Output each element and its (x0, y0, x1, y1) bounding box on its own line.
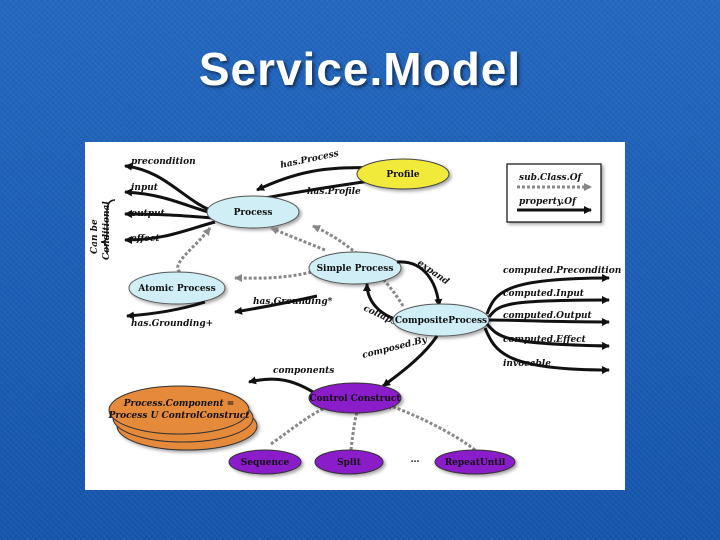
node-split-label: Split (337, 458, 362, 468)
composite-property-arrows (483, 274, 610, 374)
prop-precondition: precondition (131, 157, 196, 167)
node-sequence (228, 449, 302, 475)
node-process-component (108, 385, 258, 451)
prop-computed-precondition: computed.Precondition (503, 266, 621, 276)
node-process-label: Process (234, 208, 273, 218)
label-has-profile: has.Profile (307, 187, 361, 197)
process-property-arrows (124, 162, 216, 244)
prop-computed-output: computed.Output (503, 311, 593, 321)
prop-computed-input: computed.Input (503, 289, 585, 299)
node-sequence-label: Sequence (241, 458, 290, 468)
node-profile (356, 158, 450, 190)
edge-composed-by (382, 335, 439, 388)
node-composite-process-label: CompositeProcess (395, 316, 487, 326)
edge-has-process (256, 166, 376, 192)
node-profile-label: Profile (386, 170, 419, 180)
edge-has-grounding-plus (126, 300, 206, 320)
node-simple-process (308, 251, 402, 285)
node-process-component-label-2: Process U ControlConstruct (108, 411, 251, 421)
edge-expand (396, 260, 443, 307)
node-control-construct (308, 382, 402, 414)
node-dots: … (411, 455, 420, 465)
prop-input: input (131, 183, 159, 193)
node-control-construct-label: Control Construct (309, 394, 401, 404)
prop-output: output (131, 209, 166, 219)
label-has-grounding-star: has.Grounding* (253, 297, 333, 307)
prop-computed-effect: computed.Effect (503, 335, 587, 345)
label-components: components (273, 366, 334, 376)
node-atomic-process-label: Atomic Process (137, 284, 215, 294)
edge-has-grounding-star (234, 294, 318, 315)
node-split (314, 449, 384, 475)
service-model-diagram: precondition input output effect Can be … (85, 142, 625, 490)
slide-title: Service.Model (198, 43, 522, 95)
conditional-brace (100, 199, 116, 254)
label-has-grounding-plus: has.Grounding+ (131, 319, 213, 329)
node-process (206, 195, 300, 229)
node-atomic-process (128, 271, 226, 305)
node-repeat-until-label: RepeatUntil (445, 458, 506, 468)
side-label-line2: Conditional (102, 201, 112, 260)
side-label-line1: Can be (90, 219, 100, 254)
node-simple-process-label: Simple Process (317, 264, 394, 274)
prop-invocable: invocable (503, 359, 551, 369)
node-repeat-until (434, 449, 516, 475)
legend-property-label: property.Of (519, 197, 578, 207)
prop-effect: effect (131, 234, 160, 244)
legend-subclass-label: sub.Class.Of (519, 173, 584, 183)
node-process-component-label: Process.Component = (123, 399, 235, 409)
